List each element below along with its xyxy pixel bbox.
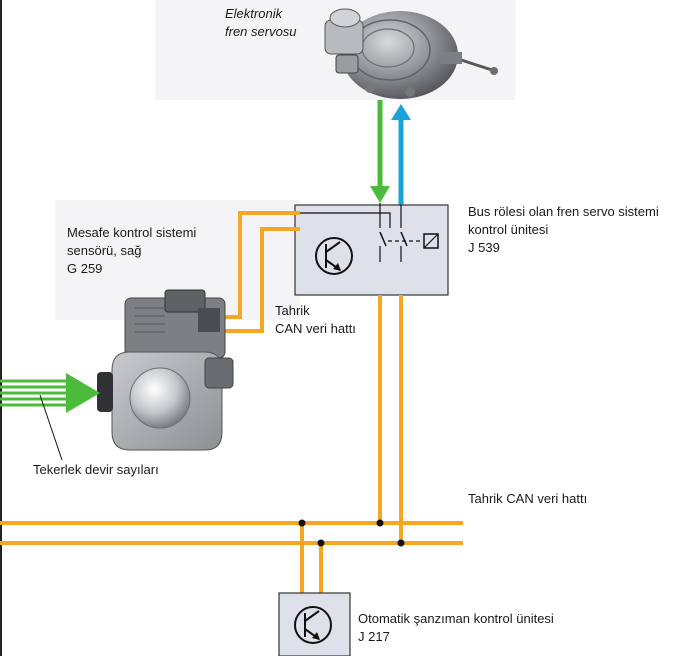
arrow-head-icon <box>391 104 411 120</box>
transistor-icon <box>315 237 353 275</box>
servo-control-unit-box <box>294 204 449 296</box>
relay-coil-icon <box>423 233 439 249</box>
gearbox-control-unit-box <box>278 592 351 656</box>
distance-sensor-image <box>97 289 234 451</box>
wheel-speed-lines <box>0 379 70 407</box>
arrow-head-icon <box>370 186 390 203</box>
wheel-speed-label: Tekerlek devir sayıları <box>33 462 159 477</box>
distance-sensor-label: Mesafe kontrol sistemi sensörü, sağ G 25… <box>67 225 197 276</box>
gearbox-control-unit-label: Otomatik şanzıman kontrol ünitesi J 217 <box>358 611 554 644</box>
drive-can-bus-label: Tahrik CAN veri hattı <box>468 491 588 506</box>
brake-servo-label: Elektronik fren servosu <box>225 6 297 39</box>
brake-servo-image <box>324 8 498 99</box>
servo-control-unit-label: Bus rölesi olan fren servo sistemi kontr… <box>468 204 659 255</box>
wheel-speed-leader <box>39 394 63 461</box>
can-bus-lines <box>0 211 463 595</box>
arrow-head-icon <box>66 373 100 413</box>
transistor-icon <box>294 606 332 644</box>
relay-contact-icon <box>379 231 420 262</box>
drive-can-local-label: Tahrik CAN veri hattı <box>275 303 356 336</box>
bus-junctions <box>298 519 405 547</box>
